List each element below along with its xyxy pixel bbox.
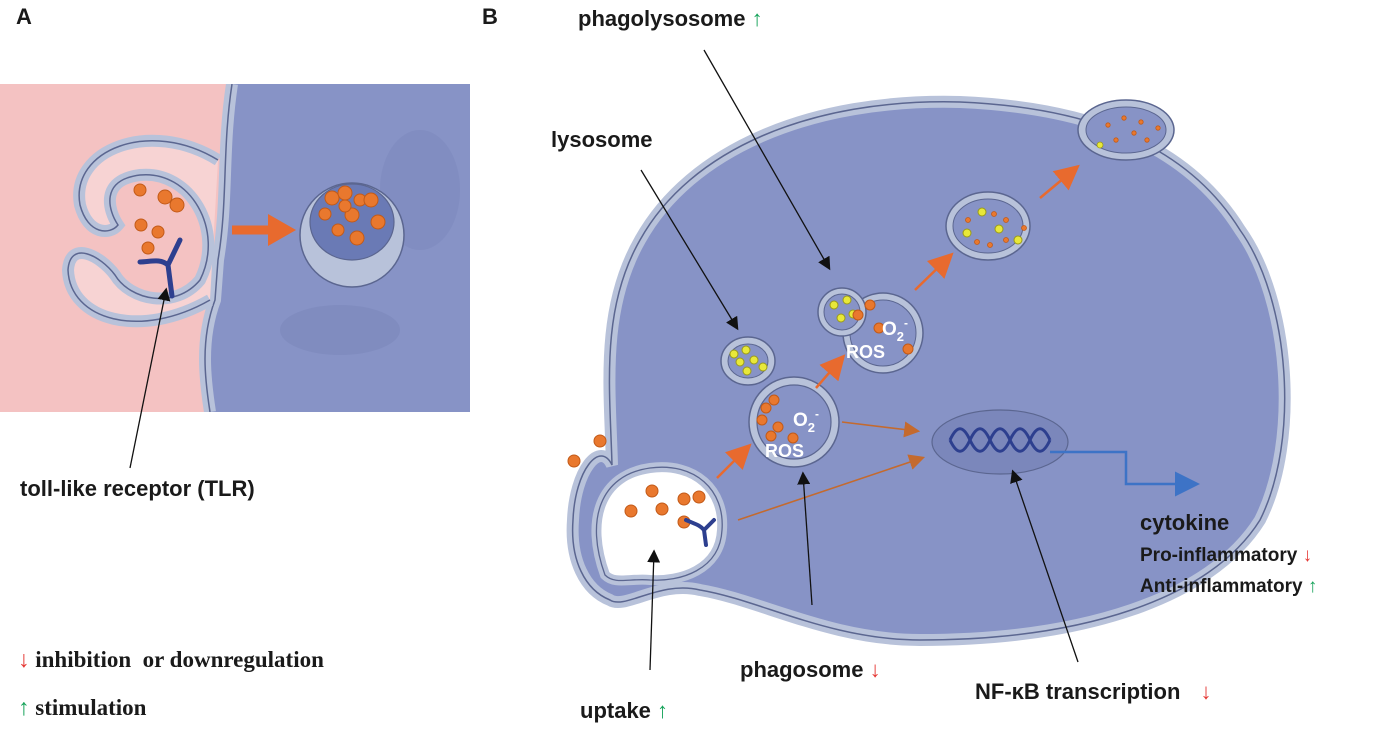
tlr-receptor-b (684, 518, 716, 547)
cytokine-title: cytokine (1140, 510, 1230, 535)
pro-inflammatory-down-arrow: ↓ (1302, 545, 1313, 566)
phagosome-down-arrow: ↓ (869, 657, 881, 682)
uptake-label: uptake ↑ (580, 698, 668, 724)
pointer-phagosome (797, 471, 813, 606)
cytokine-output-arrow (1050, 450, 1200, 497)
pointer-uptake (647, 549, 661, 671)
legend-up-arrow: ↑ (18, 695, 30, 720)
arrow-tlr-to-nucleus (737, 454, 926, 521)
particles-vesicle-a (318, 185, 386, 246)
tlr-label: toll-like receptor (TLR) (20, 476, 255, 501)
dna-helix (948, 427, 1052, 453)
uptake-text: uptake (580, 698, 651, 723)
tlr-pointer-arrow (129, 287, 171, 469)
panel-b-illustration (566, 49, 1291, 671)
arrow-uptake-to-phagosome (716, 443, 752, 479)
lysosome-label: lysosome (551, 127, 653, 152)
phagolysosome-text: phagolysosome (578, 6, 746, 31)
pointer-phagolysosome (703, 49, 831, 271)
nfkb-label: NF-κB transcription ↓ (975, 679, 1212, 705)
tlr-receptor-a (137, 237, 183, 299)
nfkb-down-arrow: ↓ (1200, 679, 1212, 704)
legend-stimulation-text: stimulation (35, 695, 147, 720)
arrow-vesicle-to-exocytosis (1039, 164, 1080, 199)
uptake-up-arrow: ↑ (657, 698, 669, 723)
pointer-nfkb (1010, 469, 1079, 663)
arrow-phagosome-to-phagolysosome (815, 354, 846, 389)
particles-cup (133, 183, 185, 255)
nfkb-text: NF-κB transcription (975, 679, 1181, 704)
arrow-ros-to-nucleus (841, 421, 921, 438)
panel-a-letter: A (16, 4, 32, 29)
ros2-label: ROS (846, 342, 885, 362)
nucleus (931, 409, 1069, 475)
phagolysosome-particles (852, 299, 914, 355)
phagosome-text: phagosome (740, 657, 864, 682)
uptake-pocket (591, 462, 728, 586)
panel-a-illustration (0, 84, 470, 412)
ros1-label: ROS (765, 441, 804, 461)
pro-inflammatory-label: Pro-inflammatory ↓ (1140, 545, 1312, 567)
pointer-lysosome (640, 169, 739, 331)
legend-down-arrow: ↓ (18, 647, 30, 672)
ros1-o2: O2- (793, 407, 819, 435)
phagolysosome-up-arrow: ↑ (751, 6, 763, 31)
anti-inflammatory-text: Anti-inflammatory (1140, 576, 1303, 597)
arrow-phagolysosome-to-vesicle (914, 252, 954, 291)
ros2-o2: O2- (882, 316, 908, 344)
pro-inflammatory-text: Pro-inflammatory (1140, 545, 1298, 566)
legend-stimulation: ↑ stimulation (18, 695, 146, 721)
lysosome-granules (729, 345, 768, 376)
phagosome-label: phagosome ↓ (740, 657, 881, 683)
anti-inflammatory-up-arrow: ↑ (1307, 576, 1318, 597)
particles-phagosome (756, 394, 799, 444)
particles-extracellular (567, 434, 607, 468)
legend-inhibition-text: inhibition or downregulation (35, 647, 324, 672)
phagolysosome-label: phagolysosome ↑ (578, 6, 763, 32)
legend-inhibition: ↓ inhibition or downregulation (18, 647, 324, 673)
panel-b-letter: B (482, 4, 498, 29)
phagolysosome-granules (829, 295, 858, 323)
anti-inflammatory-label: Anti-inflammatory ↑ (1140, 576, 1317, 598)
